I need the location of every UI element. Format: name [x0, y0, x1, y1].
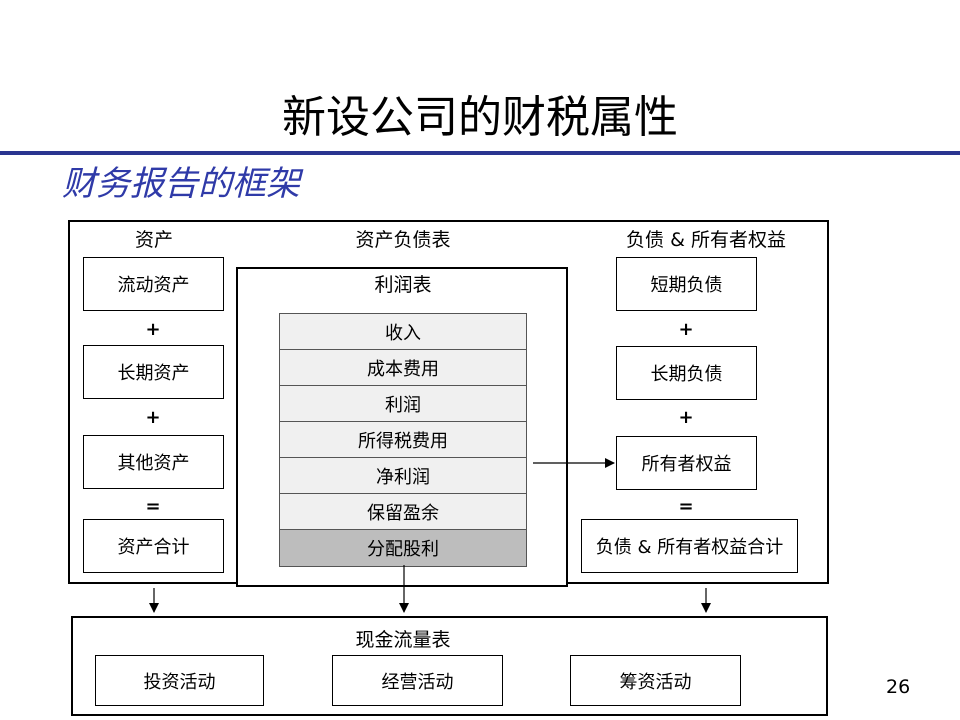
owners-equity-box: 所有者权益	[616, 436, 757, 490]
title-divider	[0, 151, 960, 155]
plus-operator: +	[678, 319, 694, 340]
financing-activities-box: 筹资活动	[570, 655, 741, 706]
current-assets-box: 流动资产	[83, 257, 224, 311]
operating-activities-box: 经营活动	[332, 655, 503, 706]
section-subtitle: 财务报告的框架	[62, 164, 300, 204]
income-row: 保留盈余	[280, 494, 526, 530]
income-row: 成本费用	[280, 350, 526, 386]
other-assets-box: 其他资产	[83, 435, 224, 489]
total-liabilities-equity-box: 负债 & 所有者权益合计	[581, 519, 798, 573]
income-row: 收入	[280, 314, 526, 350]
balance-sheet-heading: 资产负债表	[355, 229, 451, 251]
income-row: 利润	[280, 386, 526, 422]
plus-operator: +	[678, 407, 694, 428]
income-statement-rows: 收入 成本费用 利润 所得税费用 净利润 保留盈余 分配股利	[279, 313, 527, 567]
long-term-assets-box: 长期资产	[83, 345, 224, 399]
page-number: 26	[886, 676, 911, 698]
long-term-liabilities-box: 长期负债	[616, 346, 757, 400]
investing-activities-box: 投资活动	[95, 655, 264, 706]
assets-heading: 资产	[134, 229, 173, 251]
income-row: 净利润	[280, 458, 526, 494]
plus-operator: +	[145, 319, 161, 340]
cash-flow-frame	[71, 616, 828, 716]
page-title: 新设公司的财税属性	[282, 92, 678, 143]
cash-flow-heading: 现金流量表	[355, 629, 451, 651]
income-row: 所得税费用	[280, 422, 526, 458]
equals-operator: =	[145, 496, 161, 517]
total-assets-box: 资产合计	[83, 519, 224, 573]
dividend-row: 分配股利	[280, 530, 526, 566]
income-statement-heading: 利润表	[374, 274, 432, 296]
short-term-liabilities-box: 短期负债	[616, 257, 757, 311]
plus-operator: +	[145, 407, 161, 428]
equals-operator: =	[678, 496, 694, 517]
liabilities-heading: 负债 & 所有者权益	[626, 229, 786, 251]
